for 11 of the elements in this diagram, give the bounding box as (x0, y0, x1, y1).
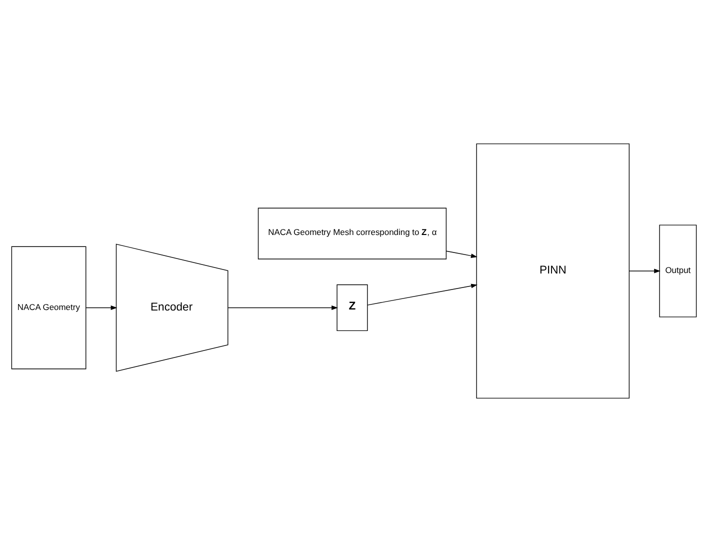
arrow (367, 283, 478, 305)
node-box: NACA Geometry Mesh corresponding to Z, α (258, 207, 447, 259)
arrow (446, 250, 478, 258)
node-box: PINN (476, 142, 630, 398)
node-box: Output (659, 224, 697, 317)
arrow (86, 305, 118, 310)
node-box: Encoder (116, 243, 228, 372)
arrow (628, 268, 660, 273)
node-box: NACA Geometry (11, 246, 86, 369)
node-box: Z (336, 284, 368, 331)
arrow (228, 305, 338, 310)
